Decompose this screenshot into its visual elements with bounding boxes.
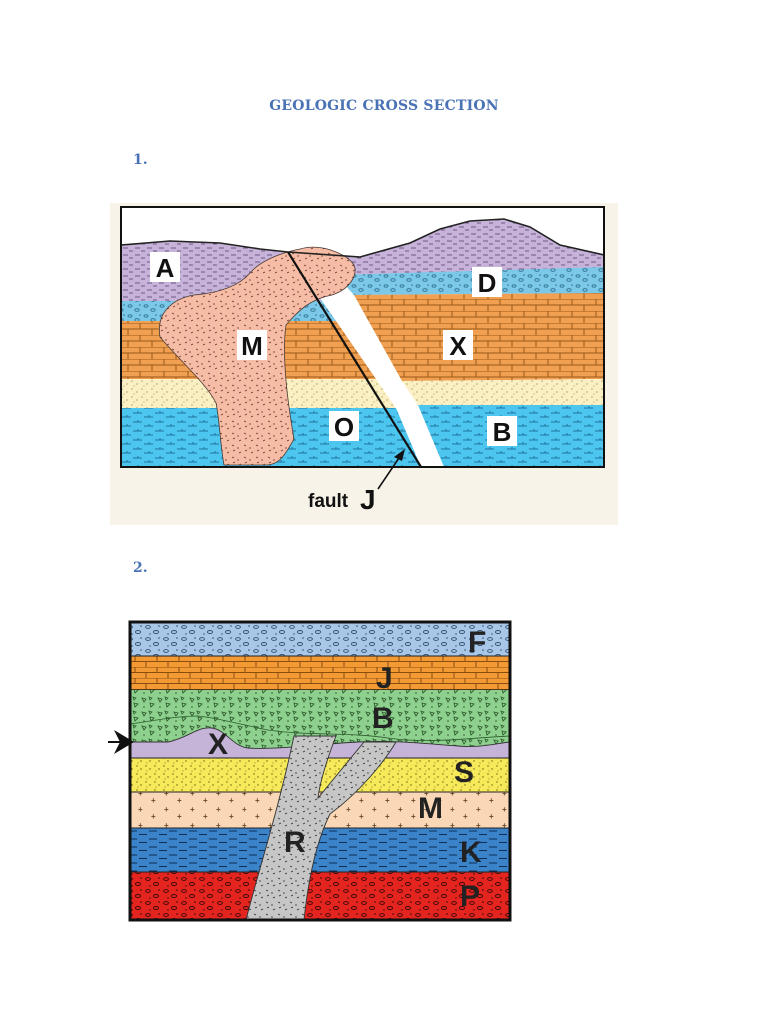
label-x: X: [208, 728, 228, 761]
diagram-2-labels: F J B X S M R K P: [208, 626, 486, 913]
right-fault-block: [288, 219, 604, 467]
intrusion-r: [245, 735, 397, 920]
arrow-right-icon: [114, 730, 134, 754]
diagram-1-labels: A D M X O B: [150, 252, 517, 447]
label-m: M: [418, 792, 443, 825]
label-b: B: [493, 417, 512, 447]
label-o: O: [334, 412, 354, 442]
layer-f-conglomerate: [130, 622, 510, 656]
label-j: J: [376, 662, 393, 695]
fault-line: [287, 251, 422, 467]
label-k: K: [460, 836, 482, 869]
ground-surface-line: [121, 218, 604, 258]
section-2-number: 2.: [133, 560, 148, 576]
label-f: F: [468, 626, 486, 659]
label-s: S: [454, 756, 474, 789]
layer-x-limestone: [354, 293, 604, 381]
fault-letter: J: [360, 484, 376, 515]
layer-j-limestone: [130, 656, 510, 690]
cross-section-diagram-2: + +: [108, 612, 526, 926]
layer-sandstone-right: [402, 379, 604, 405]
fault-word: fault: [308, 491, 349, 512]
cross-section-diagram-1: A D M X O B fault J: [110, 203, 618, 525]
label-a: A: [156, 253, 175, 283]
label-m: M: [241, 331, 263, 361]
page-title: GEOLOGIC CROSS SECTION: [269, 98, 499, 114]
label-b: B: [372, 702, 394, 735]
label-r: R: [284, 826, 306, 859]
label-x: X: [449, 331, 467, 361]
label-d: D: [478, 268, 497, 298]
layer-p-conglomerate: [130, 872, 510, 920]
unconformity-arrow: [108, 730, 134, 754]
layer-d-conglomerate: [336, 267, 604, 295]
fault-arrow-icon: [394, 449, 405, 461]
section-1-number: 1.: [133, 152, 148, 168]
fault-annotation: fault J: [308, 449, 405, 515]
label-p: P: [460, 880, 480, 913]
layer-purple-right: [288, 219, 604, 281]
